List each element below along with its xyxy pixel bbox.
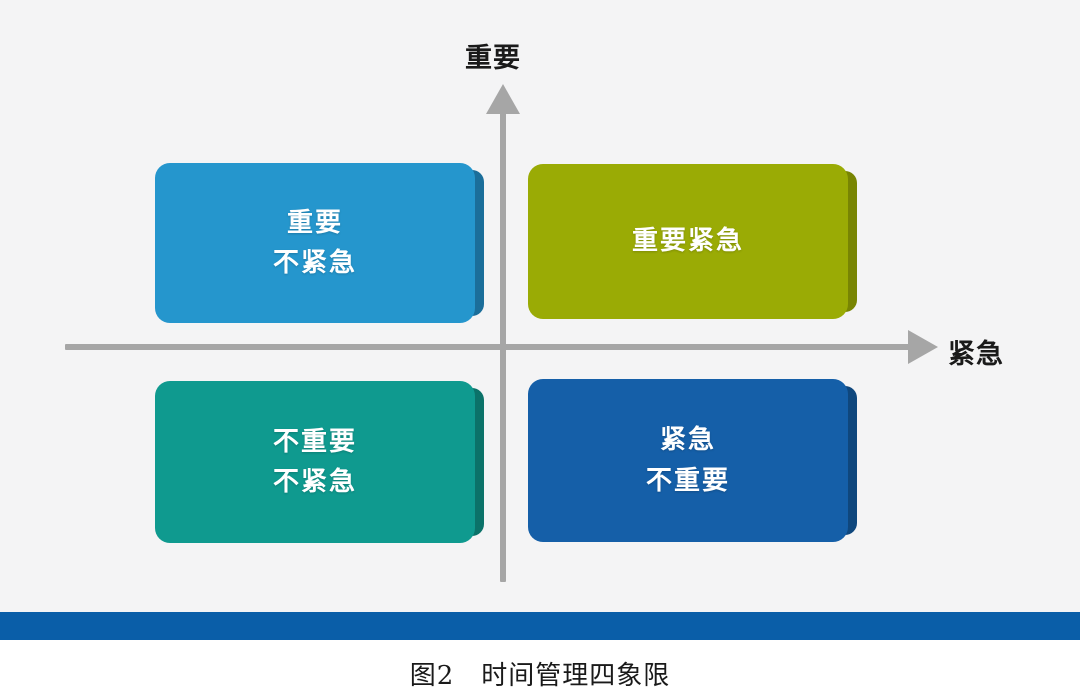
quadrant-label: 重要不紧急 bbox=[272, 207, 357, 278]
horizontal-axis-line bbox=[65, 344, 920, 350]
quadrant-important-urgent[interactable]: 重要紧急 bbox=[528, 164, 857, 319]
vertical-axis-line bbox=[500, 110, 506, 582]
quadrant-label: 紧急不重要 bbox=[645, 425, 730, 496]
bottom-divider-rule bbox=[0, 612, 1080, 640]
arrow-up-icon bbox=[486, 84, 520, 114]
quadrant-face bbox=[155, 163, 475, 323]
quadrant-face bbox=[155, 381, 475, 543]
quadrant-important-not-urgent[interactable]: 重要不紧急 bbox=[155, 163, 484, 323]
arrow-right-icon bbox=[908, 330, 938, 364]
quadrant-face bbox=[528, 379, 848, 542]
quadrant-urgent-not-important[interactable]: 紧急不重要 bbox=[528, 379, 857, 542]
figure-caption: 图2 时间管理四象限 bbox=[409, 661, 671, 691]
quadrant-not-important-not-urgent[interactable]: 不重要不紧急 bbox=[155, 381, 484, 543]
vertical-axis-label: 重要 bbox=[465, 43, 521, 74]
quadrant-label: 不重要不紧急 bbox=[272, 426, 357, 497]
quadrant-face bbox=[528, 164, 848, 319]
quadrant-label: 重要紧急 bbox=[631, 226, 744, 257]
horizontal-axis-label: 紧急 bbox=[948, 339, 1004, 370]
